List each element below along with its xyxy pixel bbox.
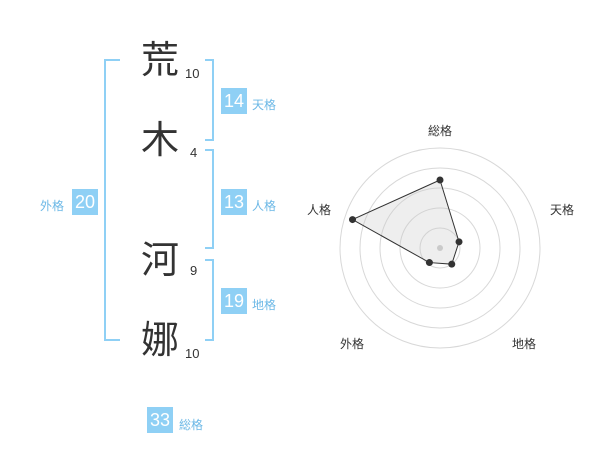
- radar-point-2: [455, 238, 463, 246]
- name-char-3: 河: [141, 238, 180, 282]
- radar-polygon: [351, 179, 460, 265]
- radar-axis-label-3: 地格: [512, 337, 537, 351]
- radar-value-polygon: [351, 179, 460, 265]
- radar-point-3: [448, 260, 456, 268]
- radar-dots: [349, 176, 463, 268]
- radar-axis-label-5: 人格: [307, 203, 332, 217]
- stroke-count-2: 4: [190, 145, 198, 160]
- jinkaku-value: 13: [221, 189, 247, 215]
- radar-point-5: [349, 216, 357, 224]
- name-char-4: 娜: [141, 318, 180, 362]
- soukaku-value: 33: [147, 407, 173, 433]
- radar-point-1: [436, 176, 444, 184]
- radar-ring: [379, 187, 501, 309]
- gaikaku-value: 20: [72, 189, 98, 215]
- gaikaku-label: 外格: [40, 199, 65, 213]
- chikaku-value: 19: [221, 288, 247, 314]
- radar-axis-label-1: 総格: [428, 124, 453, 138]
- tenkaku-label: 天格: [252, 98, 277, 112]
- name-char-2: 木: [141, 118, 180, 162]
- radar-ring: [399, 207, 481, 289]
- tenkaku-value: 14: [221, 88, 247, 114]
- radar-center: [437, 245, 443, 251]
- jinkaku-label: 人格: [252, 199, 277, 213]
- radar-axis-label-2: 天格: [550, 203, 575, 217]
- name-char-1: 荒: [141, 38, 180, 82]
- radar-ring: [419, 227, 461, 269]
- stroke-count-4: 10: [185, 346, 200, 361]
- stroke-count-3: 9: [190, 263, 198, 278]
- chikaku-label: 地格: [252, 298, 277, 312]
- radar-ring: [359, 167, 521, 329]
- radar-axis-label-4: 外格: [340, 337, 365, 351]
- soukaku-label: 総格: [179, 418, 204, 432]
- radar-rings: [339, 147, 541, 349]
- radar-ring: [339, 147, 541, 349]
- radar-point-4: [425, 259, 433, 267]
- stroke-count-1: 10: [185, 66, 200, 81]
